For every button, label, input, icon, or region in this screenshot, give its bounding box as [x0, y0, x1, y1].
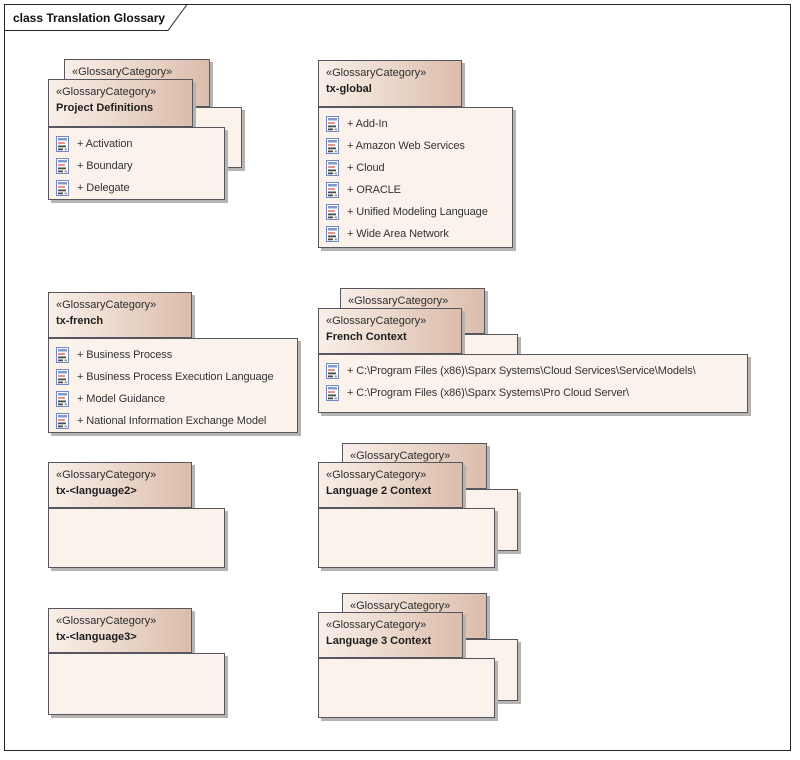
stereotype-label: «GlossaryCategory» — [326, 469, 427, 481]
attribute-row[interactable]: + Business Process Execution Language — [49, 366, 297, 388]
frame-title-tab — [4, 4, 188, 31]
attribute-icon — [56, 347, 69, 363]
frame-title: class Translation Glossary — [13, 11, 166, 25]
attribute-icon — [326, 204, 339, 220]
attribute-label: + Delegate — [77, 182, 130, 194]
attribute-icon — [56, 158, 69, 174]
attribute-label: + Wide Area Network — [347, 228, 449, 240]
attribute-row[interactable]: + Cloud — [319, 157, 512, 179]
tx-language3-body[interactable] — [48, 653, 225, 715]
package-name: Language 2 Context — [326, 485, 432, 497]
attribute-row[interactable]: + C:\Program Files (x86)\Sparx Systems\P… — [319, 382, 747, 404]
stereotype-label: «GlossaryCategory» — [56, 615, 157, 627]
package-name: tx-french — [56, 315, 104, 327]
stereotype-label: «GlossaryCategory» — [350, 450, 451, 462]
french-context-tab[interactable]: «GlossaryCategory» French Context — [318, 308, 462, 354]
attribute-label: + Unified Modeling Language — [347, 206, 488, 218]
attribute-icon — [56, 391, 69, 407]
attribute-icon — [56, 136, 69, 152]
tx-language2-body[interactable] — [48, 508, 225, 568]
attribute-icon — [56, 413, 69, 429]
attribute-label: + C:\Program Files (x86)\Sparx Systems\P… — [347, 387, 630, 399]
project-definitions-tab[interactable]: «GlossaryCategory» Project Definitions — [48, 79, 193, 127]
attribute-icon — [56, 369, 69, 385]
french-context-body[interactable]: + C:\Program Files (x86)\Sparx Systems\C… — [318, 354, 748, 413]
attribute-icon — [326, 363, 339, 379]
tx-global-body[interactable]: + Add-In + Amazon Web Services + Cloud + OR… — [318, 107, 513, 248]
attribute-row[interactable]: + Boundary — [49, 155, 224, 177]
stereotype-label: «GlossaryCategory» — [72, 66, 173, 78]
attribute-icon — [326, 182, 339, 198]
tx-language3-tab[interactable]: «GlossaryCategory» tx-<language3> — [48, 608, 192, 653]
package-name: tx-<language3> — [56, 631, 137, 643]
attribute-icon — [326, 116, 339, 132]
stereotype-label: «GlossaryCategory» — [326, 67, 427, 79]
attribute-icon — [326, 160, 339, 176]
attribute-row[interactable]: + Add-In — [319, 113, 512, 135]
stereotype-label: «GlossaryCategory» — [56, 469, 157, 481]
attribute-row[interactable]: + Activation — [49, 133, 224, 155]
attribute-label: + National Information Exchange Model — [77, 415, 267, 427]
attribute-row[interactable]: + Business Process — [49, 344, 297, 366]
package-name: Project Definitions — [56, 102, 154, 114]
attribute-icon — [326, 138, 339, 154]
language3-context-body[interactable] — [318, 658, 495, 718]
stereotype-label: «GlossaryCategory» — [348, 295, 449, 307]
attribute-label: + Amazon Web Services — [347, 140, 465, 152]
stereotype-label: «GlossaryCategory» — [350, 600, 451, 612]
project-definitions-body[interactable]: + Activation + Boundary + Delegate — [48, 127, 225, 200]
stereotype-label: «GlossaryCategory» — [326, 315, 427, 327]
package-name: French Context — [326, 331, 407, 343]
attribute-row[interactable]: + ORACLE — [319, 179, 512, 201]
tx-language2-tab[interactable]: «GlossaryCategory» tx-<language2> — [48, 462, 192, 508]
attribute-label: + ORACLE — [347, 184, 401, 196]
attribute-row[interactable]: + Amazon Web Services — [319, 135, 512, 157]
attribute-icon — [56, 180, 69, 196]
language3-context-tab[interactable]: «GlossaryCategory» Language 3 Context — [318, 612, 463, 658]
attribute-label: + C:\Program Files (x86)\Sparx Systems\C… — [347, 365, 696, 377]
language2-context-tab[interactable]: «GlossaryCategory» Language 2 Context — [318, 462, 463, 508]
tx-french-body[interactable]: + Business Process + Business Process Exe… — [48, 338, 298, 433]
attribute-icon — [326, 226, 339, 242]
attribute-row[interactable]: + Unified Modeling Language — [319, 201, 512, 223]
stereotype-label: «GlossaryCategory» — [56, 299, 157, 311]
language2-context-body[interactable] — [318, 508, 495, 568]
attribute-row[interactable]: + Wide Area Network — [319, 223, 512, 245]
attribute-icon — [326, 385, 339, 401]
tx-french-tab[interactable]: «GlossaryCategory» tx-french — [48, 292, 192, 338]
attribute-label: + Activation — [77, 138, 133, 150]
attribute-row[interactable]: + National Information Exchange Model — [49, 410, 297, 432]
attribute-row[interactable]: + Model Guidance — [49, 388, 297, 410]
attribute-label: + Cloud — [347, 162, 385, 174]
attribute-row[interactable]: + C:\Program Files (x86)\Sparx Systems\C… — [319, 360, 747, 382]
attribute-row[interactable]: + Delegate — [49, 177, 224, 199]
attribute-label: + Boundary — [77, 160, 133, 172]
package-name: tx-global — [326, 83, 372, 95]
attribute-label: + Business Process — [77, 349, 173, 361]
attribute-label: + Model Guidance — [77, 393, 165, 405]
attribute-label: + Add-In — [347, 118, 388, 130]
attribute-label: + Business Process Execution Language — [77, 371, 274, 383]
package-name: tx-<language2> — [56, 485, 137, 497]
tx-global-tab[interactable]: «GlossaryCategory» tx-global — [318, 60, 462, 107]
stereotype-label: «GlossaryCategory» — [326, 619, 427, 631]
package-name: Language 3 Context — [326, 635, 432, 647]
stereotype-label: «GlossaryCategory» — [56, 86, 157, 98]
